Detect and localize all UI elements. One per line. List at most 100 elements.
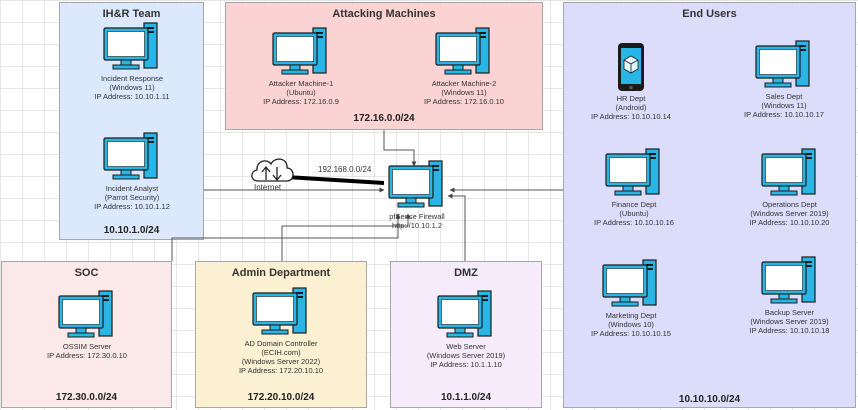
desktop-monitor-icon xyxy=(272,27,327,75)
node-marketing-dept[interactable]: Marketing Dept (Windows 10) IP Address: … xyxy=(571,259,691,338)
node-ip: IP Address: 10.10.10.17 xyxy=(744,110,824,119)
node-name: Attacker Machine-1 xyxy=(268,79,334,88)
node-sales-dept[interactable]: Sales Dept (Windows 11) IP Address: 10.1… xyxy=(724,40,844,119)
desktop-monitor-icon xyxy=(103,132,158,180)
node-os: (Windows 11) xyxy=(441,88,487,97)
cloud-icon xyxy=(251,158,294,182)
node-incident-response[interactable]: Incident Response (Windows 11) IP Addres… xyxy=(72,22,192,101)
desktop-icon xyxy=(404,27,524,79)
zone-attacking-machines: Attacking Machines 172.16.0.0/24 xyxy=(225,2,543,130)
node-ip: IP Address: 10.10.10.15 xyxy=(591,329,671,338)
node-os: (Windows Server 2019) xyxy=(750,317,829,326)
node-ip: IP Address: 172.30.0.10 xyxy=(47,351,127,360)
node-name: Finance Dept xyxy=(611,200,657,209)
internet-label: Internet xyxy=(254,183,282,192)
node-finance-dept[interactable]: Finance Dept (Ubuntu) IP Address: 10.10.… xyxy=(574,148,694,227)
node-incident-analyst[interactable]: Incident Analyst (Parrot Security) IP Ad… xyxy=(72,132,192,211)
node-web-server[interactable]: Web Server (Windows Server 2019) IP Addr… xyxy=(406,290,526,369)
node-backup-server[interactable]: Backup Server (Windows Server 2019) IP A… xyxy=(727,256,852,335)
node-ossim-server[interactable]: OSSIM Server IP Address: 172.30.0.10 xyxy=(27,290,147,360)
node-url: http://10.10.1.2 xyxy=(391,221,443,230)
zone-title: DMZ xyxy=(454,267,478,279)
desktop-icon xyxy=(27,290,147,342)
node-name: Incident Response xyxy=(100,74,164,83)
desktop-monitor-icon xyxy=(58,290,113,338)
node-os: (Ubuntu) xyxy=(286,88,316,97)
node-name: Operations Dept xyxy=(762,200,817,209)
node-ip: IP Address: 10.10.1.11 xyxy=(94,92,170,101)
node-ip: IP Address: 172.16.0.10 xyxy=(424,97,504,106)
desktop-icon xyxy=(727,148,852,200)
link-attacking xyxy=(383,130,417,167)
node-ip: IP Address: 10.10.10.18 xyxy=(749,326,830,335)
desktop-monitor-icon xyxy=(760,256,816,304)
desktop-monitor-icon xyxy=(755,40,810,88)
zone-title: IH&R Team xyxy=(102,8,161,20)
desktop-monitor-icon xyxy=(602,259,657,307)
zone-title: SOC xyxy=(74,267,99,279)
node-os: (Ubuntu) xyxy=(619,209,649,218)
node-name: Incident Analyst xyxy=(105,184,159,193)
node-name: Sales Dept xyxy=(765,92,803,101)
node-attacker-machine-2[interactable]: Attacker Machine-2 (Windows 11) IP Addre… xyxy=(404,27,524,106)
desktop-icon xyxy=(72,132,192,184)
desktop-icon xyxy=(216,287,346,339)
desktop-monitor-icon xyxy=(435,27,490,75)
zone-subnet: 172.30.0.0/24 xyxy=(55,392,118,403)
node-ip: IP Address: 172.16.0.9 xyxy=(263,97,339,106)
wan-subnet-label: 192.168.0.0/24 xyxy=(318,165,372,174)
desktop-monitor-icon xyxy=(437,290,492,338)
zone-subnet: 172.16.0.0/24 xyxy=(353,113,415,124)
node-ip: IP Address: 10.10.10.20 xyxy=(749,218,830,227)
node-attacker-machine-1[interactable]: Attacker Machine-1 (Ubuntu) IP Address: … xyxy=(241,27,361,106)
node-os: (Windows Server 2019) xyxy=(426,351,506,360)
node-os: (Windows 11) xyxy=(109,83,155,92)
node-name: AD Domain Controller xyxy=(244,339,318,348)
zone-subnet: 172.20.10.0/24 xyxy=(247,392,315,403)
node-name: Attacker Machine-2 xyxy=(431,79,497,88)
node-name: Web Server xyxy=(446,342,486,351)
desktop-icon xyxy=(727,256,852,308)
desktop-monitor-icon xyxy=(605,148,660,196)
desktop-icon xyxy=(241,27,361,79)
zone-subnet: 10.10.1.0/24 xyxy=(103,225,160,236)
desktop-icon xyxy=(72,22,192,74)
node-ad-domain-controller[interactable]: AD Domain Controller (ECIH.com) (Windows… xyxy=(216,287,346,375)
node-ip: IP Address: 10.10.10.14 xyxy=(591,112,671,121)
node-name: Marketing Dept xyxy=(605,311,657,320)
node-name: Backup Server xyxy=(764,308,815,317)
node-ip: IP Address: 172.20.10.10 xyxy=(238,366,324,375)
zone-subnet: 10.1.1.0/24 xyxy=(440,392,492,403)
desktop-monitor-icon xyxy=(388,160,443,208)
node-ip: IP Address: 10.1.1.10 xyxy=(430,360,502,369)
node-ip: IP Address: 10.10.1.12 xyxy=(94,202,170,211)
node-name: OSSIM Server xyxy=(62,342,112,351)
node-os: (Windows 10) xyxy=(608,320,654,329)
desktop-monitor-icon xyxy=(103,22,158,70)
node-name: pfSense Firewall xyxy=(389,212,445,221)
zone-title: End Users xyxy=(682,8,737,20)
node-pfsense-firewall[interactable]: pfSense Firewall http://10.10.1.2 xyxy=(357,160,477,230)
node-os: (Parrot Security) xyxy=(104,193,160,202)
tablet-icon xyxy=(618,43,644,91)
desktop-icon xyxy=(571,259,691,311)
zone-title: Admin Department xyxy=(231,267,331,279)
node-name: HR Dept xyxy=(616,94,646,103)
node-os: (Android) xyxy=(615,103,647,112)
desktop-monitor-icon xyxy=(760,148,816,196)
desktop-icon xyxy=(574,148,694,200)
node-hr-dept[interactable]: HR Dept (Android) IP Address: 10.10.10.1… xyxy=(571,42,691,121)
link-dmz xyxy=(447,193,466,261)
node-os: (Windows Server 2022) xyxy=(241,357,321,366)
link-admin xyxy=(281,213,411,261)
desktop-monitor-icon xyxy=(252,287,307,335)
zone-subnet: 10.10.10.0/24 xyxy=(678,394,741,405)
node-domain: (ECIH.com) xyxy=(261,348,301,357)
node-os: (Windows Server 2019) xyxy=(750,209,829,218)
zone-title: Attacking Machines xyxy=(332,8,436,20)
desktop-icon xyxy=(406,290,526,342)
node-os: (Windows 11) xyxy=(761,101,807,110)
node-operations-dept[interactable]: Operations Dept (Windows Server 2019) IP… xyxy=(727,148,852,227)
desktop-icon xyxy=(357,160,477,212)
